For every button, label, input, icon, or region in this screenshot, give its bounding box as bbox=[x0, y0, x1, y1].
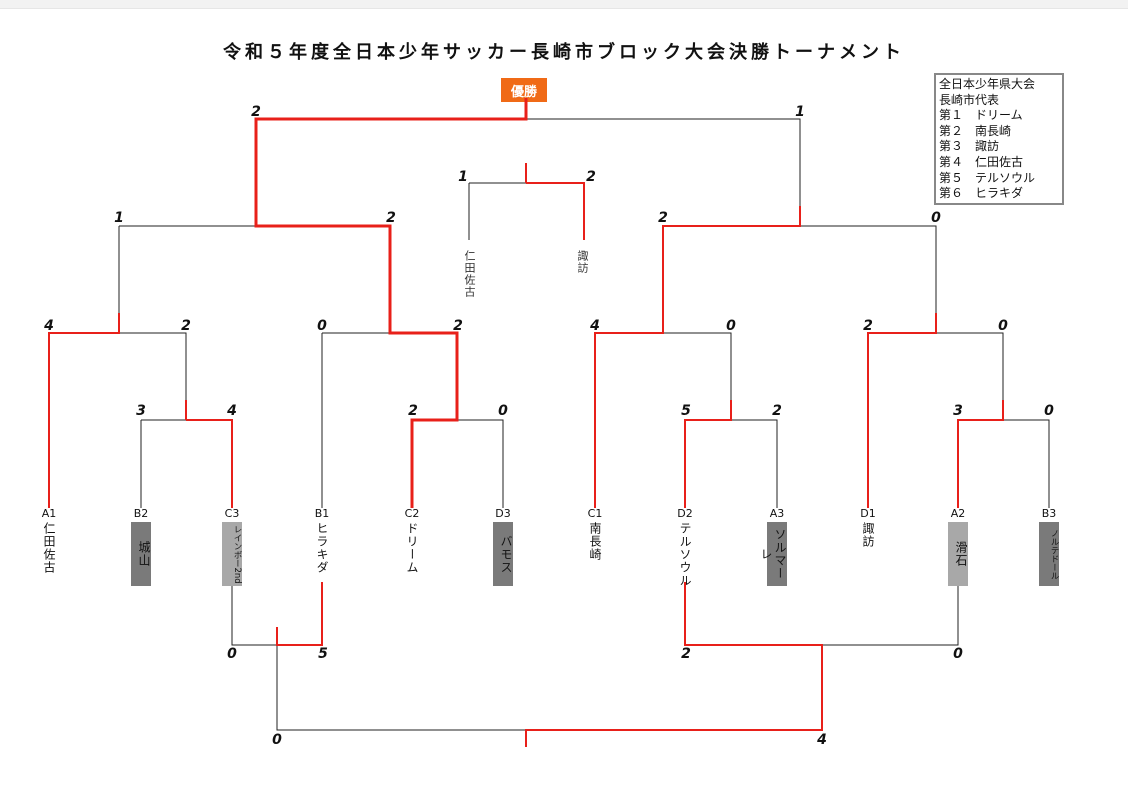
score-qf4-left: 2 bbox=[863, 318, 873, 334]
score-qf2-right: 2 bbox=[453, 318, 463, 334]
score-sf1-left: 1 bbox=[114, 210, 124, 226]
team-name: ヒラキダ bbox=[314, 522, 329, 574]
info-line: 第２ 南長崎 bbox=[939, 123, 1012, 138]
team-code: D1 bbox=[860, 507, 876, 520]
team-c1: C1 南長崎 bbox=[588, 507, 603, 561]
info-line: 全日本少年県大会 bbox=[939, 77, 1036, 91]
team-code: B3 bbox=[1041, 507, 1057, 520]
score-r1d-left: 3 bbox=[953, 403, 963, 419]
info-line: 第１ ドリーム bbox=[939, 108, 1023, 123]
team-code: D2 bbox=[677, 507, 693, 520]
team-b3: B3 ノルテドール bbox=[1039, 507, 1059, 586]
score-plf-left: 0 bbox=[272, 732, 282, 748]
score-third-left: 1 bbox=[458, 169, 468, 185]
score-r1a-left: 3 bbox=[136, 403, 146, 419]
team-name: ノルテドール bbox=[1039, 522, 1059, 586]
team-code: B2 bbox=[133, 507, 149, 520]
team-d1: D1 諏訪 bbox=[860, 507, 875, 548]
score-qf1-left: 4 bbox=[44, 318, 54, 334]
team-code: C3 bbox=[224, 507, 240, 520]
team-name: バモス bbox=[493, 522, 513, 586]
score-r1c-right: 2 bbox=[772, 403, 782, 419]
team-code: A3 bbox=[769, 507, 785, 520]
score-qf4-right: 0 bbox=[998, 318, 1008, 334]
team-name: 城山 bbox=[131, 522, 151, 586]
representatives-box: 全日本少年県大会 長崎市代表 第１ ドリーム 第２ 南長崎 第３ 諏訪 第４ 仁… bbox=[934, 73, 1064, 205]
score-r1d-right: 0 bbox=[1044, 403, 1054, 419]
score-r1a-right: 4 bbox=[227, 403, 237, 419]
score-r1c-left: 5 bbox=[681, 403, 691, 419]
team-name: 南長崎 bbox=[588, 522, 602, 561]
score-sf2-right: 0 bbox=[931, 210, 941, 226]
team-a1: A1 仁田佐古 bbox=[42, 507, 57, 574]
team-code: D3 bbox=[495, 507, 511, 520]
score-final-left: 2 bbox=[251, 104, 261, 120]
score-qf2-left: 0 bbox=[317, 318, 327, 334]
team-name: 滑石 bbox=[948, 522, 968, 586]
score-qf1-right: 2 bbox=[181, 318, 191, 334]
info-line: 長崎市代表 bbox=[939, 92, 1000, 107]
team-name: テルソウル bbox=[678, 522, 692, 587]
score-plf-right: 4 bbox=[817, 732, 827, 748]
team-name: ドリーム bbox=[405, 522, 419, 574]
team-a3: A3 ソルマーレ bbox=[759, 507, 787, 586]
third-place-team-left: 仁田佐古 bbox=[463, 250, 476, 298]
score-sf2-left: 2 bbox=[658, 210, 668, 226]
team-d3: D3 バモス bbox=[493, 507, 513, 586]
info-line: 第３ 諏訪 bbox=[939, 139, 1000, 154]
team-code: C1 bbox=[587, 507, 603, 520]
score-pl1-left: 0 bbox=[227, 646, 237, 662]
team-code: B1 bbox=[314, 507, 330, 520]
info-line: 第６ ヒラキダ bbox=[939, 186, 1024, 201]
team-code: C2 bbox=[404, 507, 420, 520]
score-final-right: 1 bbox=[795, 104, 805, 120]
third-place-team-right: 諏訪 bbox=[576, 250, 589, 274]
team-name: ソルマーレ bbox=[759, 522, 787, 586]
score-pl2-left: 2 bbox=[681, 646, 691, 662]
team-name: 諏訪 bbox=[861, 522, 875, 548]
team-b1: B1 ヒラキダ bbox=[315, 507, 330, 574]
score-qf3-left: 4 bbox=[590, 318, 600, 334]
team-name: 仁田佐古 bbox=[42, 522, 56, 574]
winner-badge: 優勝 bbox=[501, 78, 547, 102]
team-d2: D2 テルソウル bbox=[677, 507, 692, 587]
score-pl1-right: 5 bbox=[318, 646, 328, 662]
team-name: レインボー2nd bbox=[222, 522, 242, 586]
team-code: A2 bbox=[950, 507, 966, 520]
score-pl2-right: 0 bbox=[953, 646, 963, 662]
score-r1b-left: 2 bbox=[408, 403, 418, 419]
page-title: 令和５年度全日本少年サッカー長崎市ブロック大会決勝トーナメント bbox=[223, 42, 905, 63]
team-code: A1 bbox=[41, 507, 57, 520]
team-c2: C2 ドリーム bbox=[405, 507, 420, 574]
score-sf1-right: 2 bbox=[386, 210, 396, 226]
score-qf3-right: 0 bbox=[726, 318, 736, 334]
team-a2: A2 滑石 bbox=[948, 507, 968, 586]
team-b2: B2 城山 bbox=[131, 507, 151, 586]
team-c3: C3 レインボー2nd bbox=[222, 507, 242, 586]
info-line: 第４ 仁田佐古 bbox=[939, 154, 1024, 169]
top-bar bbox=[0, 0, 1128, 9]
info-line: 第５ テルソウル bbox=[939, 170, 1036, 185]
score-third-right: 2 bbox=[586, 169, 596, 185]
score-r1b-right: 0 bbox=[498, 403, 508, 419]
